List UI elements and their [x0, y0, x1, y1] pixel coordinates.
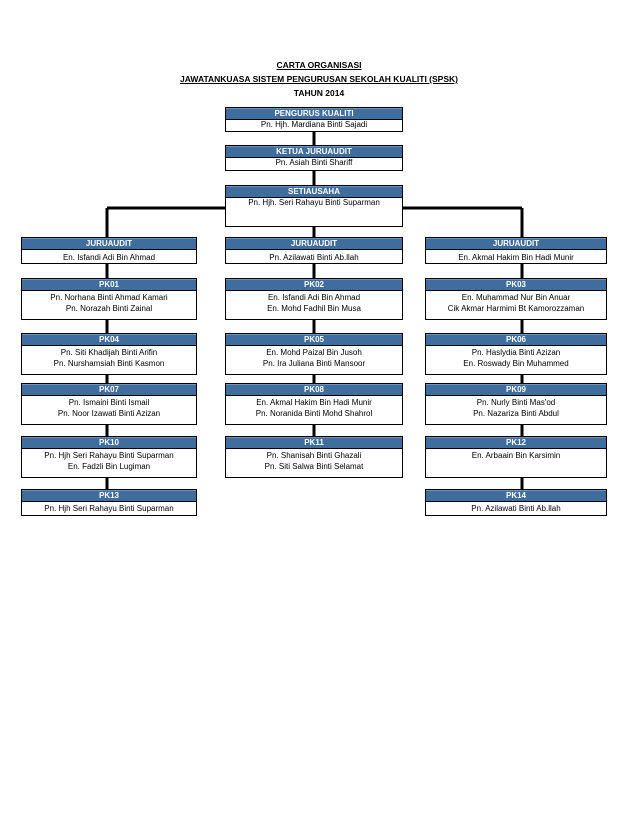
box-role: PK01	[22, 279, 196, 291]
committee-name: JAWATANKUASA SISTEM PENGURUSAN SEKOLAH K…	[180, 74, 458, 84]
pk06-box: PK06 Pn. Haslydia Binti Azizan En. Roswa…	[425, 333, 607, 375]
box-name: En. Muhammad Nur Bin Anuar	[461, 293, 571, 302]
chart-title: CARTA ORGANISASI	[276, 60, 362, 70]
auditor-box-middle: JURUAUDIT Pn. Azilawati Binti Ab.llah	[225, 237, 403, 264]
box-role: PK04	[22, 334, 196, 346]
box-name: Pn. Ismaini Binti Ismail	[68, 398, 150, 407]
box-role: JURUAUDIT	[226, 238, 402, 250]
pk14-box: PK14 Pn. Azilawati Binti Ab.llah	[425, 489, 607, 516]
box-name: Pn. Noor Izawati Binti Azizan	[57, 408, 161, 418]
box-role: PK07	[22, 384, 196, 396]
pk12-box: PK12 En. Arbaain Bin Karsimin	[425, 436, 607, 478]
box-name: Pn. Azilawati Binti Ab.llah	[269, 253, 359, 262]
box-role: PK02	[226, 279, 402, 291]
box-role: PK11	[226, 437, 402, 449]
box-name: En. Mohd Fadhil Bin Musa	[267, 303, 361, 313]
box-role: JURUAUDIT	[22, 238, 196, 250]
pk04-box: PK04 Pn. Siti Khadijah Binti Arifin Pn. …	[21, 333, 197, 375]
box-role: PK10	[22, 437, 196, 449]
box-name: En. Isfandi Adi Bin Ahmad	[267, 293, 361, 302]
box-role: PENGURUS KUALITI	[226, 108, 402, 120]
box-name: Pn. Norhana Binti Ahmad Kamari	[50, 293, 168, 302]
box-name: En. Fadzli Bin Lugiman	[67, 461, 151, 471]
box-role: SETIAUSAHA	[226, 186, 402, 198]
box-name: Pn. Noranida Binti Mohd Shahrol	[255, 408, 373, 418]
year-label: TAHUN 2014	[293, 88, 345, 98]
pk10-box: PK10 Pn. Hjh Seri Rahayu Binti Suparman …	[21, 436, 197, 478]
box-name: Pn. Nurly Binti Mas'od	[476, 398, 556, 407]
box-name: En. Mohd Paizal Bin Jusoh	[266, 348, 362, 357]
box-name: Pn. Azilawati Binti Ab.llah	[471, 504, 561, 513]
secretary-box: SETIAUSAHA Pn. Hjh. Seri Rahayu Binti Su…	[225, 185, 403, 227]
box-name: Pn. Shanisah Binti Ghazali	[266, 451, 362, 460]
pk03-box: PK03 En. Muhammad Nur Bin Anuar Cik Akma…	[425, 278, 607, 320]
pk08-box: PK08 En. Akmal Hakim Bin Hadi Munir Pn. …	[225, 383, 403, 425]
pk13-box: PK13 Pn. Hjh Seri Rahayu Binti Suparman	[21, 489, 197, 516]
pk01-box: PK01 Pn. Norhana Binti Ahmad Kamari Pn. …	[21, 278, 197, 320]
box-name: Pn. Siti Khadijah Binti Arifin	[60, 348, 158, 357]
box-role: PK08	[226, 384, 402, 396]
box-role: KETUA JURUAUDIT	[226, 146, 402, 158]
box-name: En. Isfandi Adi Bin Ahmad	[62, 253, 156, 262]
box-name: Pn. Hjh Seri Rahayu Binti Suparman	[44, 451, 174, 460]
box-role: JURUAUDIT	[426, 238, 606, 250]
box-name: Cik Akmar Harmimi Bt Kamorozzaman	[447, 303, 585, 313]
box-name: Pn. Hjh Seri Rahayu Binti Suparman	[44, 504, 174, 513]
head-auditor-box: KETUA JURUAUDIT Pn. Asiah Binti Shariff	[225, 145, 403, 171]
pk07-box: PK07 Pn. Ismaini Binti Ismail Pn. Noor I…	[21, 383, 197, 425]
box-name: Pn. Hjh. Mardiana Binti Sajadi	[260, 120, 368, 129]
auditor-box-right: JURUAUDIT En. Akmal Hakim Bin Hadi Munir	[425, 237, 607, 264]
box-name: En. Akmal Hakim Bin Hadi Munir	[458, 253, 574, 262]
auditor-box-left: JURUAUDIT En. Isfandi Adi Bin Ahmad	[21, 237, 197, 264]
box-name: En. Akmal Hakim Bin Hadi Munir	[256, 398, 372, 407]
pk02-box: PK02 En. Isfandi Adi Bin Ahmad En. Mohd …	[225, 278, 403, 320]
box-name: Pn. Nazariza Binti Abdul	[473, 408, 559, 418]
box-name: Pn. Siti Salwa Binti Selamat	[264, 461, 364, 471]
box-name: En. Roswady Bin Muhammed	[463, 358, 569, 368]
box-role: PK05	[226, 334, 402, 346]
box-name: Pn. Nurshamsiah Binti Kasmon	[53, 358, 165, 368]
box-name: Pn. Hjh. Seri Rahayu Binti Suparman	[248, 198, 380, 207]
quality-manager-box: PENGURUS KUALITI Pn. Hjh. Mardiana Binti…	[225, 107, 403, 132]
box-role: PK03	[426, 279, 606, 291]
box-name: Pn. Haslydia Binti Azizan	[471, 348, 561, 357]
box-role: PK06	[426, 334, 606, 346]
box-name: Pn. Asiah Binti Shariff	[275, 158, 353, 167]
box-role: PK13	[22, 490, 196, 502]
pk05-box: PK05 En. Mohd Paizal Bin Jusoh Pn. Ira J…	[225, 333, 403, 375]
box-role: PK12	[426, 437, 606, 449]
box-name: Pn. Ira Juliana Binti Mansoor	[262, 358, 366, 368]
box-name: En. Arbaain Bin Karsimin	[471, 451, 561, 460]
pk09-box: PK09 Pn. Nurly Binti Mas'od Pn. Nazariza…	[425, 383, 607, 425]
box-role: PK14	[426, 490, 606, 502]
box-name: Pn. Norazah Binti Zainal	[65, 303, 153, 313]
pk11-box: PK11 Pn. Shanisah Binti Ghazali Pn. Siti…	[225, 436, 403, 478]
box-role: PK09	[426, 384, 606, 396]
